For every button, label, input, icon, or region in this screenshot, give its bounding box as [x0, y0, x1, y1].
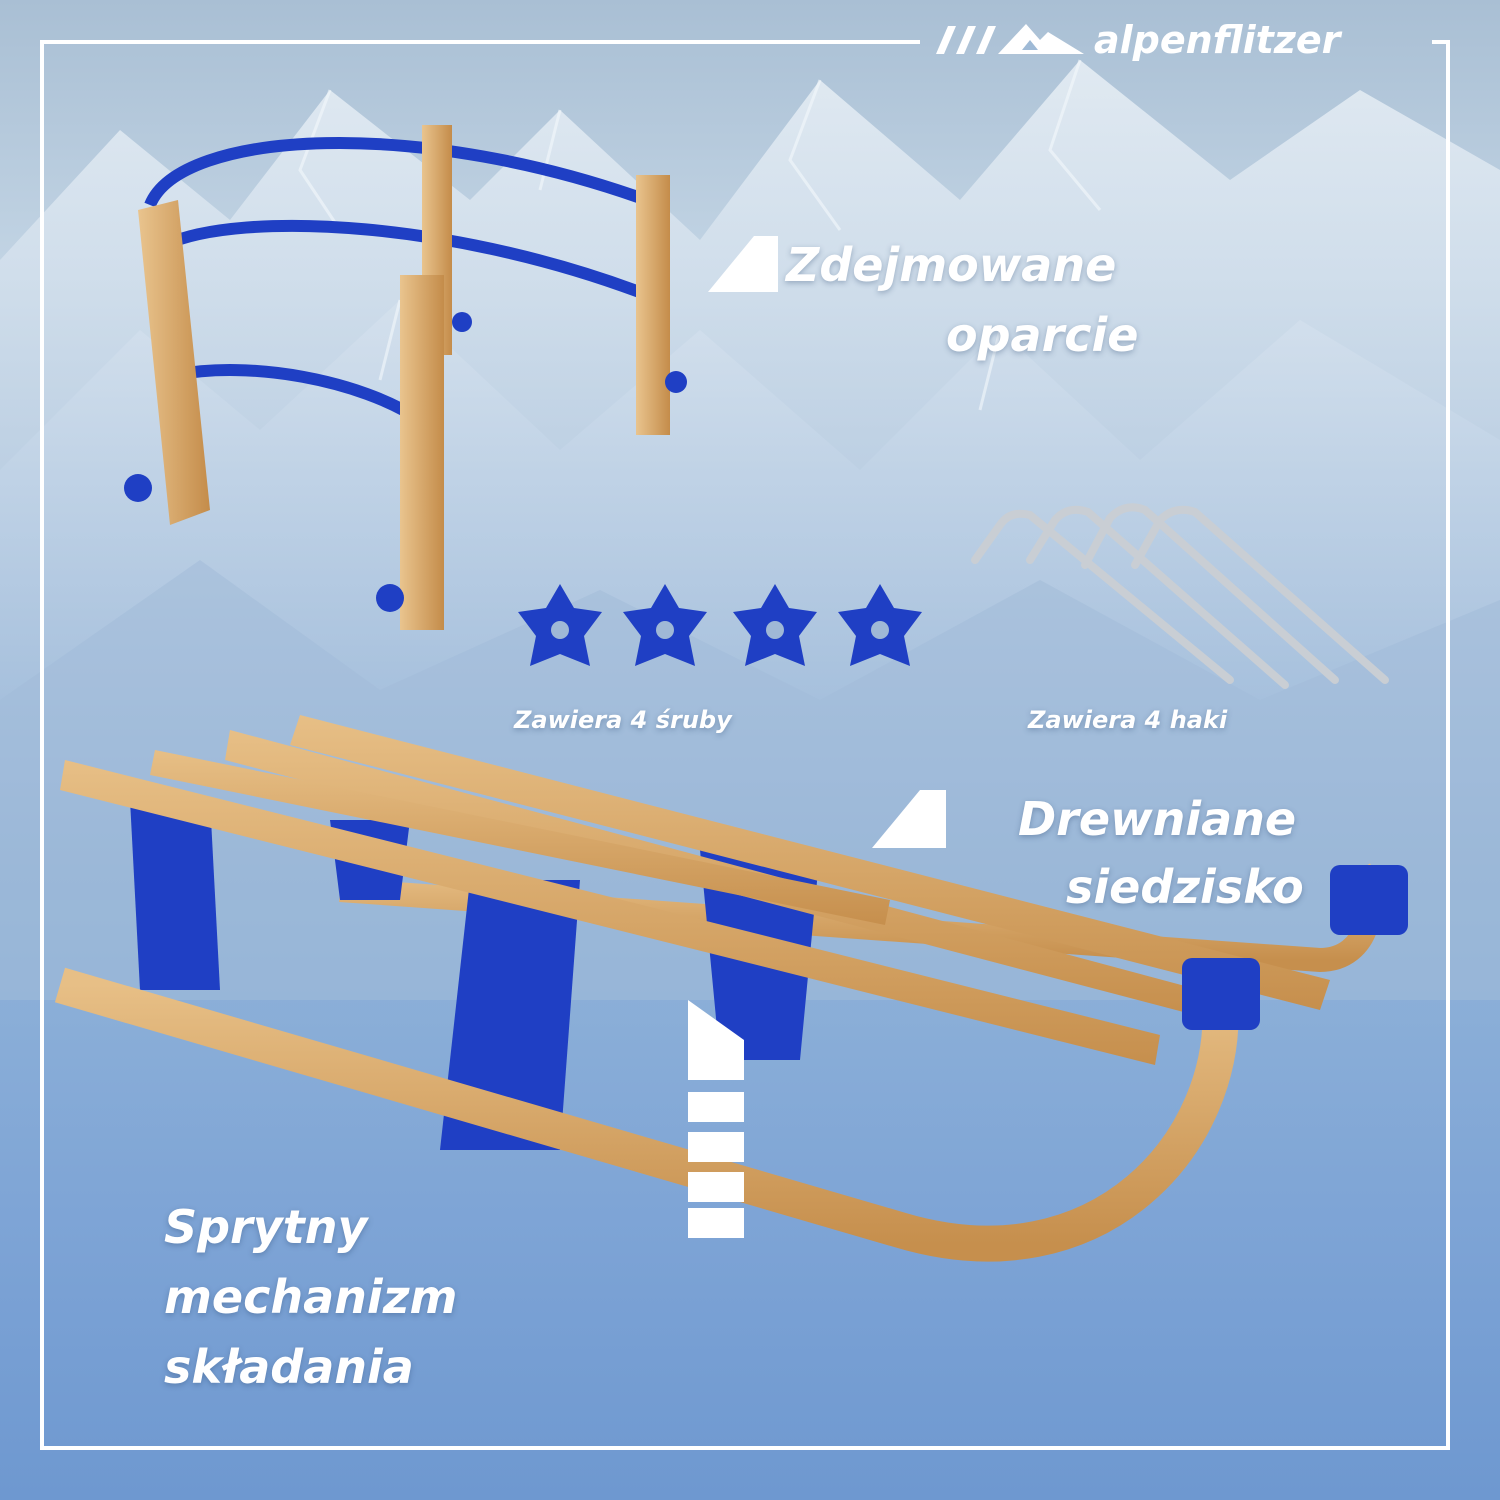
brand-name: alpenflitzer — [1094, 18, 1341, 62]
backrest — [124, 125, 687, 630]
seat-label-line2: siedzisko — [1066, 860, 1304, 914]
folding-label-line2: mechanizm — [164, 1270, 458, 1324]
sled — [54, 715, 1408, 1262]
border-frame-top — [40, 40, 920, 44]
folding-label-line3: składania — [164, 1340, 414, 1394]
chevron-icon — [872, 790, 946, 848]
backrest-label-line1: Zdejmowane — [786, 238, 1117, 292]
folding-steps-icon — [688, 1000, 748, 1240]
mountain-logo-icon — [936, 24, 1084, 54]
hooks-caption: Zawiera 4 haki — [1028, 706, 1228, 734]
screws-caption: Zawiera 4 śruby — [514, 706, 732, 734]
screw-knobs — [518, 584, 922, 666]
backrest-label-line2: oparcie — [946, 308, 1139, 362]
border-frame — [40, 40, 1450, 1450]
border-frame-top-right — [1432, 40, 1450, 44]
chevron-icon — [708, 236, 778, 292]
brand-logo: alpenflitzer — [926, 10, 1340, 70]
folding-label-line1: Sprytny — [164, 1200, 368, 1254]
seat-label-line1: Drewniane — [1018, 792, 1297, 846]
u-hooks — [971, 503, 1389, 689]
